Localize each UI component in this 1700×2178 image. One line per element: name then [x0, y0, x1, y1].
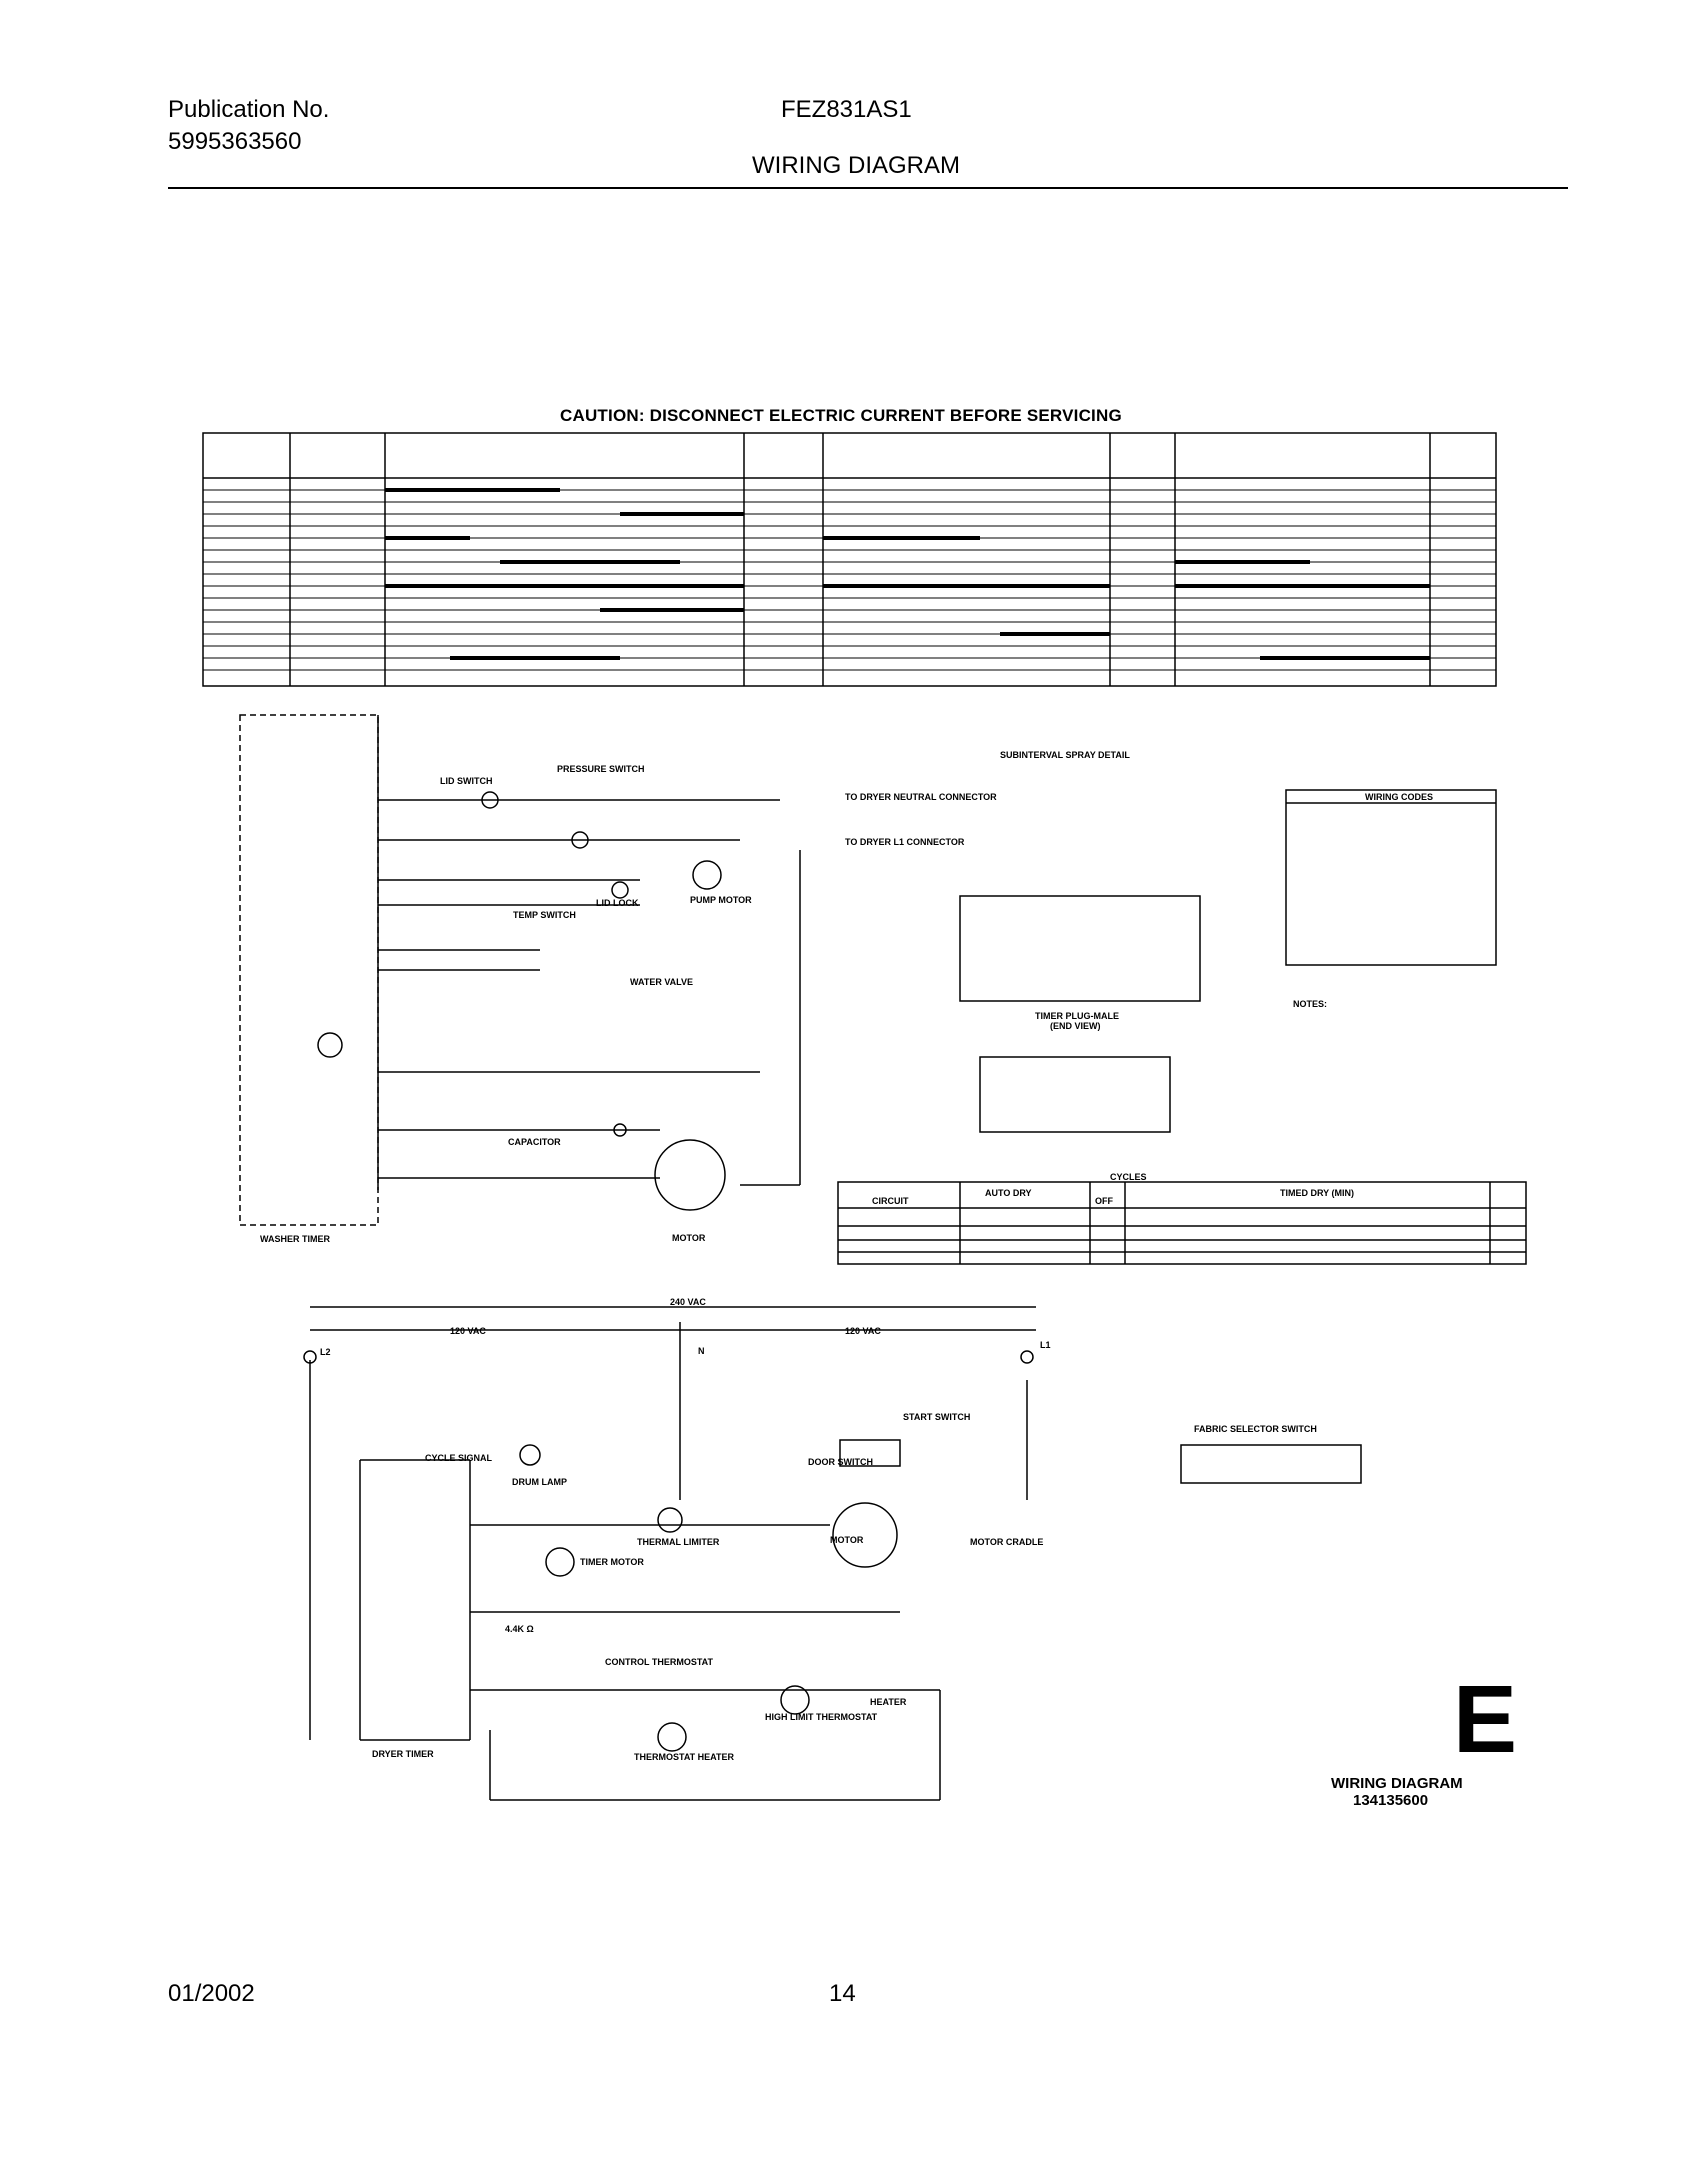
door-switch-label: DOOR SWITCH [808, 1457, 873, 1467]
cycles-label: CYCLES [1110, 1172, 1147, 1182]
voltage-240-label: 240 VAC [670, 1297, 706, 1307]
model-number: FEZ831AS1 [781, 96, 912, 123]
pressure-switch-label: PRESSURE SWITCH [557, 764, 645, 774]
cycle-signal-label: CYCLE SIGNAL [425, 1453, 493, 1463]
washer-motor-icon [654, 1139, 726, 1211]
dryer-timer-label: DRYER TIMER [372, 1749, 434, 1759]
timer-motor-icon [545, 1547, 575, 1577]
l2-label: L2 [320, 1347, 331, 1357]
thermostat-heater-label: THERMOSTAT HEATER [634, 1752, 734, 1762]
timed-dry-label: TIMED DRY (MIN) [1280, 1188, 1354, 1198]
timer-plug [959, 895, 1201, 1002]
to-dryer-l1-label: TO DRYER L1 CONNECTOR [845, 837, 965, 847]
fabric-selector-label: FABRIC SELECTOR SWITCH [1194, 1424, 1317, 1434]
washer-timer-label: WASHER TIMER [260, 1234, 331, 1244]
end-view-label: (END VIEW) [1050, 1021, 1101, 1031]
capacitor-label: CAPACITOR [508, 1137, 561, 1147]
heater-label: HEATER [870, 1697, 907, 1707]
l1-label: L1 [1040, 1340, 1051, 1350]
voltage-120-left-label: 120 VAC [450, 1326, 486, 1336]
resistor-label: 4.4K Ω [505, 1624, 534, 1634]
washer-timer-motor-icon [317, 1032, 343, 1058]
voltage-120-right-label: 120 VAC [845, 1326, 881, 1336]
water-valve-label: WATER VALVE [630, 977, 693, 987]
auto-dry-label: AUTO DRY [985, 1188, 1032, 1198]
pump-motor-label: PUMP MOTOR [690, 895, 752, 905]
page-title: WIRING DIAGRAM [752, 152, 960, 179]
subinterval-label: SUBINTERVAL SPRAY DETAIL [1000, 750, 1130, 760]
pump-motor-icon [692, 860, 722, 890]
washer-motor-label: MOTOR [672, 1233, 706, 1243]
header-divider [168, 187, 1568, 189]
lid-switch-label: LID SWITCH [440, 776, 493, 786]
dryer-timer-chart [837, 1181, 1527, 1265]
start-switch-label: START SWITCH [903, 1412, 970, 1422]
publication-number: 5995363560 [168, 128, 302, 155]
control-thermostat-label: CONTROL THERMOSTAT [605, 1657, 713, 1667]
temp-switch-label: TEMP SWITCH [513, 910, 576, 920]
timer-motor-label: TIMER MOTOR [580, 1557, 644, 1567]
dryer-motor-icon [832, 1502, 898, 1568]
motor-cradle-label: MOTOR CRADLE [970, 1537, 1043, 1547]
page-number: 14 [829, 1980, 856, 2007]
drum-lamp-label: DRUM LAMP [512, 1477, 567, 1487]
notes-label: NOTES: [1293, 999, 1327, 1009]
publication-label: Publication No. [168, 96, 330, 123]
timer-plug-label: TIMER PLUG-MALE [1035, 1011, 1119, 1021]
off-label: OFF [1095, 1196, 1113, 1206]
cycle-chart [202, 432, 1497, 687]
footer-date: 01/2002 [168, 1980, 255, 2007]
wiring-codes-panel [1285, 789, 1497, 966]
lid-lock-label: LID LOCK [596, 898, 639, 908]
thermal-limiter-label: THERMAL LIMITER [637, 1537, 720, 1547]
to-dryer-neutral-label: TO DRYER NEUTRAL CONNECTOR [845, 792, 997, 802]
fabric-selector-table [1180, 1444, 1362, 1484]
diagram-caption-number: 134135600 [1353, 1792, 1429, 1809]
diagram-caption-title: WIRING DIAGRAM [1331, 1775, 1463, 1792]
section-letter: E [1453, 1666, 1518, 1773]
wiring-codes-label: WIRING CODES [1365, 792, 1433, 802]
drum-lamp-icon [519, 1444, 541, 1466]
caution-banner: CAUTION: DISCONNECT ELECTRIC CURRENT BEF… [560, 406, 1122, 425]
neutral-label: N [698, 1346, 705, 1356]
high-limit-thermostat-label: HIGH LIMIT THERMOSTAT [765, 1712, 878, 1722]
thermal-limiter-icon [657, 1507, 683, 1533]
circuit-label: CIRCUIT [872, 1196, 909, 1206]
dryer-motor-label: MOTOR [830, 1535, 864, 1545]
